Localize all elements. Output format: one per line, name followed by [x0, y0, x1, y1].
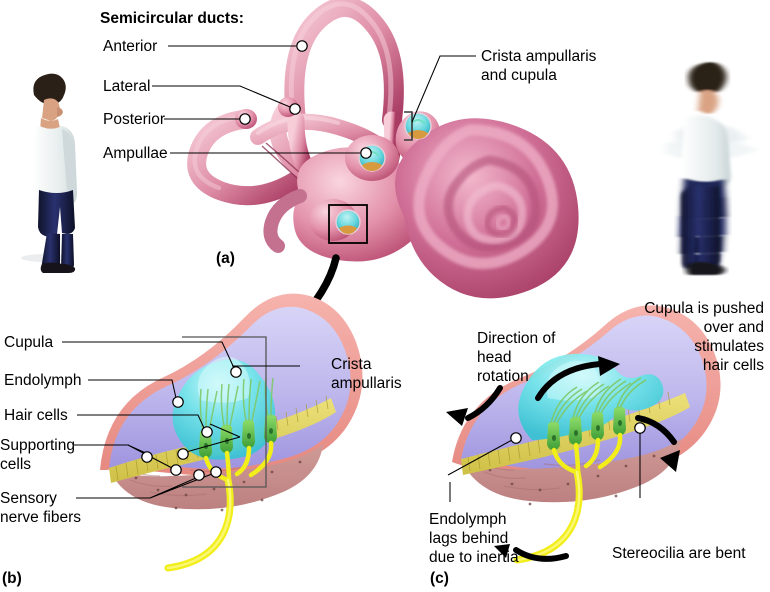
label-hair-cells: Hair cells [4, 407, 68, 424]
label-direction-line3: rotation [477, 368, 529, 385]
label-crista-b-line2: ampullaris [331, 375, 402, 392]
leader-lines-panel-b [62, 341, 300, 499]
label-direction-line1: Direction of [477, 330, 556, 347]
label-ampullae: Ampullae [103, 145, 168, 162]
leader-lines-panel-a [152, 40, 476, 159]
inner-ear-labyrinth [187, 0, 579, 299]
label-supporting-cells-line2: cells [0, 456, 32, 473]
label-direction-line2: head [477, 349, 512, 366]
label-cupula: Cupula [4, 334, 54, 351]
label-crista-b-line1: Crista [331, 356, 372, 373]
label-endolymph-lags-line3: due to inertia [429, 549, 519, 566]
label-cupula-pushed-line2: over and [703, 319, 764, 336]
panel-letter-b: (b) [2, 570, 22, 587]
crista-cupula-bracket [404, 111, 413, 141]
label-supporting-cells-line1: Supporting [0, 437, 75, 454]
leader-lines-panel-c [447, 422, 646, 502]
label-cupula-pushed-line4: hair cells [702, 357, 764, 374]
label-sensory-line1: Sensory [0, 490, 57, 507]
label-endolymph: Endolymph [4, 372, 82, 389]
label-crista-cupula-line1: Crista ampullaris [481, 48, 597, 65]
panel-a-heading: Semicircular ducts: [100, 10, 244, 27]
label-cupula-pushed-line1: Cupula is pushed [644, 300, 764, 317]
crista-cross-section-c [446, 305, 721, 564]
cochlea [395, 118, 579, 299]
rotating-man-figure [666, 62, 756, 275]
panel-letter-c: (c) [430, 570, 449, 587]
label-endolymph-lags-line2: lags behind [429, 530, 509, 547]
crista-bracket-b [182, 336, 267, 488]
label-crista-cupula-line2: and cupula [481, 67, 557, 84]
rotation-arrows-c [465, 361, 677, 562]
panel-letter-a: (a) [216, 250, 235, 267]
label-sensory-line2: nerve fibers [0, 509, 81, 526]
standing-man-figure [21, 73, 77, 273]
hair-cells-c [547, 406, 626, 450]
label-stereocilia-bent: Stereocilia are bent [612, 545, 746, 562]
label-cupula-pushed-line3: stimulates [694, 338, 764, 355]
label-posterior: Posterior [103, 111, 166, 128]
label-lateral: Lateral [103, 78, 151, 95]
stereocilia-c [550, 377, 647, 424]
crista-cross-section-b [100, 293, 363, 572]
label-anterior: Anterior [103, 38, 158, 55]
label-endolymph-lags-line1: Endolymph [429, 511, 507, 528]
magnification-box [328, 204, 368, 244]
